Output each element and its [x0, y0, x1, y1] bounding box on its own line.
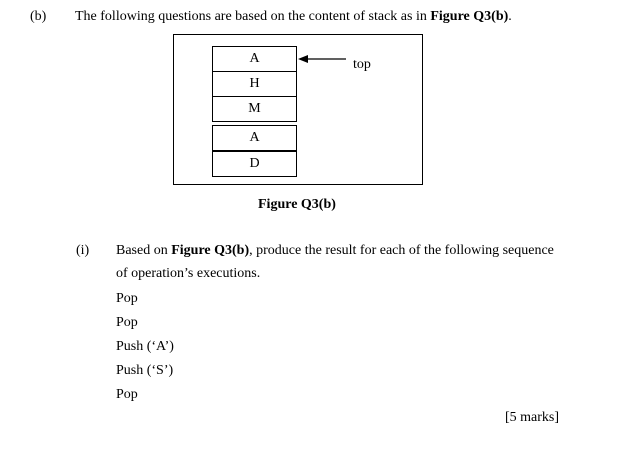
subquestion-figure-reference: Figure Q3(b): [171, 243, 250, 258]
question-text-suffix: .: [508, 9, 512, 24]
marks-label: [5 marks]: [505, 410, 560, 425]
operation-item: Pop: [116, 291, 138, 306]
subquestion-text-line1: Based on Figure Q3(b), produce the resul…: [116, 243, 554, 259]
stack-cell-1: A: [212, 46, 297, 72]
operation-item: Push (‘A’): [116, 339, 174, 354]
stack-cell-5: D: [212, 151, 297, 177]
operation-item: Push (‘S’): [116, 363, 174, 378]
question-text: The following questions are based on the…: [75, 9, 512, 25]
operation-item: Pop: [116, 387, 138, 402]
figure-caption: Figure Q3(b): [258, 197, 336, 212]
subquestion-text-suffix: , produce the result for each of the fol…: [249, 243, 554, 258]
stack-cell-4: A: [212, 125, 297, 151]
part-label: (b): [30, 9, 47, 24]
stack-cell-2: H: [212, 71, 297, 97]
subquestion-label: (i): [76, 243, 90, 258]
subquestion-text-line2: of operation’s executions.: [116, 266, 261, 281]
top-label: top: [353, 57, 371, 72]
figure-reference: Figure Q3(b): [430, 9, 509, 24]
operation-item: Pop: [116, 315, 138, 330]
subquestion-text-prefix: Based on: [116, 243, 172, 258]
figure-frame: [173, 34, 423, 185]
top-pointer-arrow-icon: [298, 55, 346, 63]
question-text-prefix: The following questions are based on the…: [75, 9, 431, 24]
stack-cell-3: M: [212, 96, 297, 122]
